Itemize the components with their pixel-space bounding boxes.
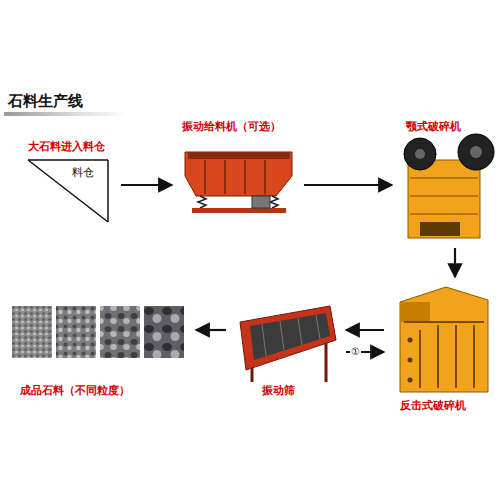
- machine-label: 成品石料（不同粒度）: [20, 384, 130, 398]
- machine-label: 振动筛: [262, 384, 295, 398]
- machine-node: 颚式破碎机: [398, 120, 493, 245]
- flow-arrow: [454, 248, 456, 277]
- machine-node: 振动给料机（可选）: [178, 120, 298, 220]
- machine-node: 成品石料（不同粒度）: [8, 300, 190, 400]
- diagram-title: 石料生产线: [8, 92, 83, 111]
- machine-label: 振动给料机（可选）: [182, 120, 281, 134]
- flow-arrow: [346, 329, 384, 331]
- flow-arrow: [304, 184, 392, 186]
- machine-label: 反击式破碎机: [400, 399, 466, 413]
- edge-label: ①: [350, 346, 361, 358]
- machine-label: 大石料进入料仓: [28, 140, 105, 154]
- machine-node: 振动筛: [232, 300, 340, 400]
- machine-node: 大石料进入料仓料仓: [20, 140, 115, 230]
- bin-label: 料仓: [72, 166, 94, 180]
- flow-arrow: [121, 184, 172, 186]
- machine-label: 颚式破碎机: [406, 120, 461, 134]
- flow-arrow: [196, 329, 226, 331]
- machine-node: 反击式破碎机: [390, 280, 495, 415]
